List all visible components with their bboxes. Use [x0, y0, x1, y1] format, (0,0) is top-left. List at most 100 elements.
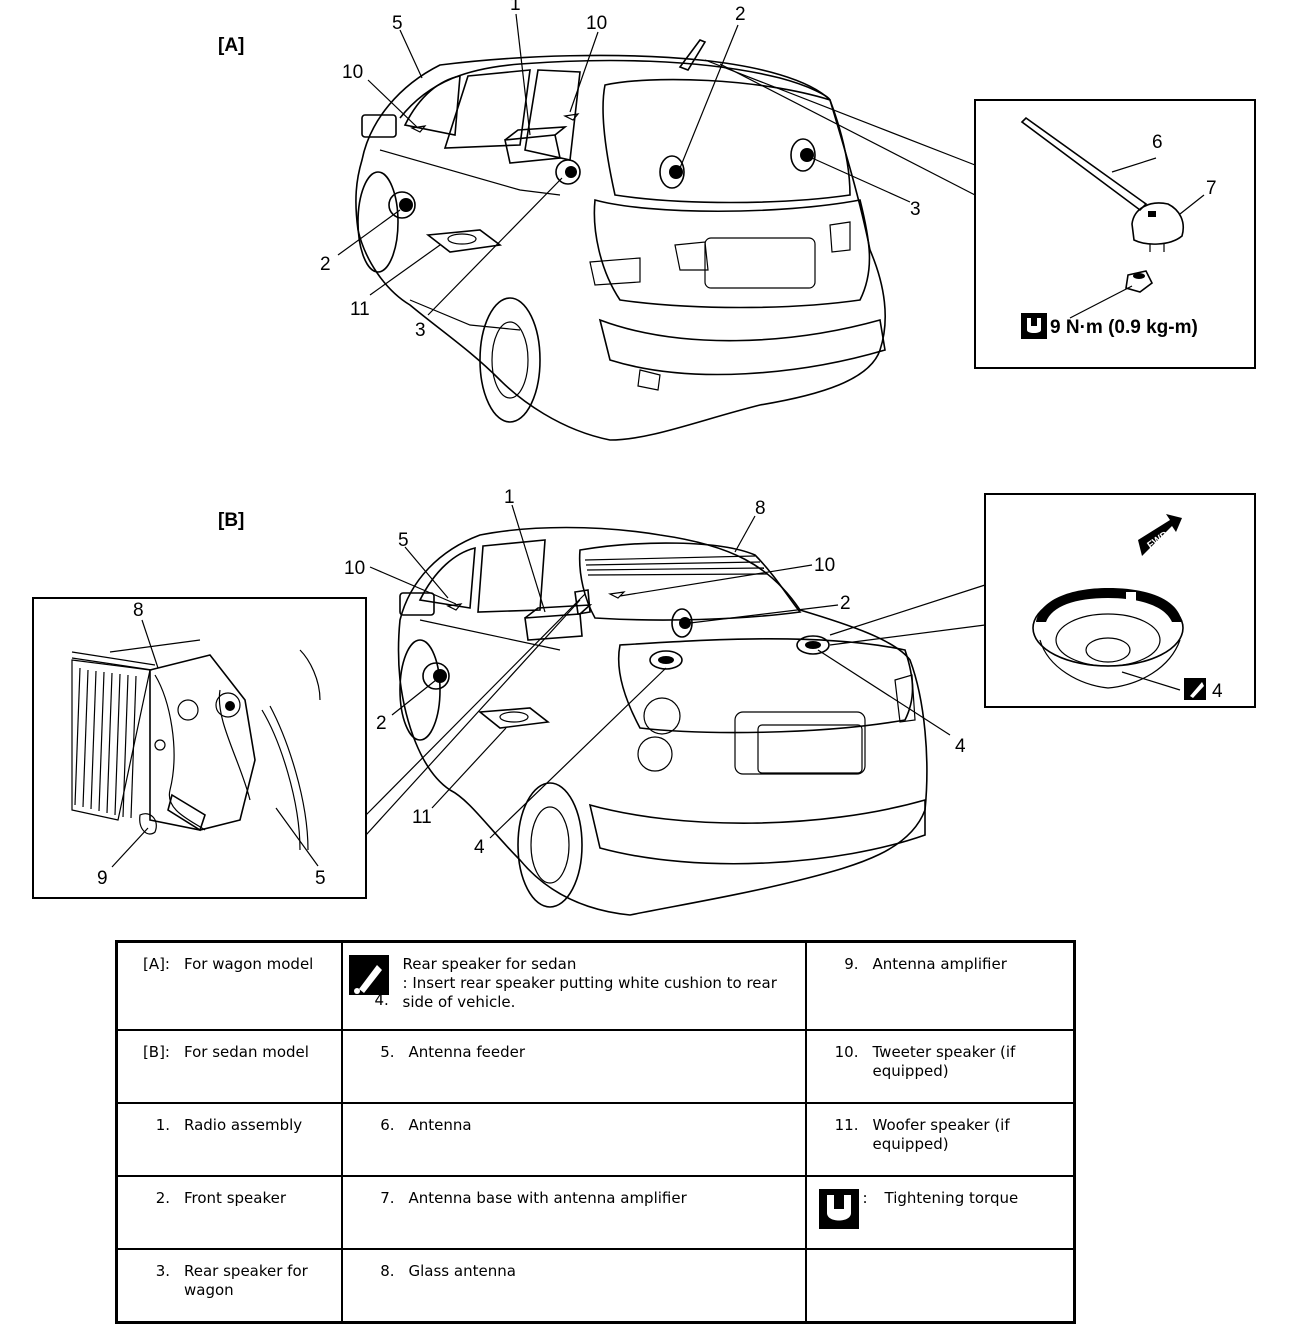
legend-cell: 10. Tweeter speaker (if equipped) — [804, 1029, 1076, 1104]
legend-desc: Antenna amplifier — [872, 955, 1007, 973]
legend-cell: 7.Antenna base with antenna amplifier — [340, 1175, 807, 1250]
rear-speaker-sedan-1 — [649, 650, 683, 670]
tweeter-speaker-sedan-rear — [671, 608, 693, 638]
callout-b-8: 8 — [755, 498, 766, 519]
tweeter-speaker-sedan-1 — [446, 603, 463, 611]
tweeter-speaker-sedan-2 — [608, 591, 626, 599]
legend-key: 3. — [155, 1262, 170, 1280]
legend-cell: 8. Glass antenna — [340, 1248, 807, 1324]
legend-desc: For wagon model — [184, 955, 314, 973]
callout-a-2-front: 2 — [320, 254, 331, 275]
torque-spec: 9 N·m (0.9 kg-m) — [1050, 317, 1198, 338]
legend-row: [B]:For sedan model 5. Antenna feeder 10.… — [115, 1029, 1076, 1104]
callout-a-3-rear: 3 — [910, 199, 921, 220]
legend-desc: Radio assembly — [184, 1116, 303, 1134]
legend-key: 4. — [374, 991, 389, 1009]
legend-cell: 9. Antenna amplifier — [804, 940, 1076, 1031]
legend-key: 5. — [380, 1043, 395, 1061]
callout-b-4-rear: 4 — [955, 736, 966, 757]
callout-b-10-right: 10 — [814, 555, 835, 576]
callout-b-2-rear: 2 — [840, 593, 851, 614]
legend-key: 2. — [155, 1189, 170, 1207]
audio-system-diagram: [A] — [32, 0, 1256, 916]
antenna-amplifier-sedan — [574, 589, 591, 615]
radio-assembly-sedan — [524, 604, 593, 641]
rear-speaker-sedan-2 — [796, 635, 830, 655]
callout-a-5: 5 — [392, 13, 403, 34]
callout-b-2-front: 2 — [376, 713, 387, 734]
fwd-arrow-icon: FWD — [1138, 514, 1182, 556]
legend-desc: Tightening torque — [884, 1189, 1019, 1207]
callout-b-5: 5 — [398, 530, 409, 551]
woofer-speaker-wagon — [425, 229, 503, 253]
callout-b-11: 11 — [412, 807, 432, 828]
callout-b-10-left: 10 — [344, 558, 365, 579]
legend-key: [B]: — [142, 1043, 170, 1061]
legend-desc: Antenna base with antenna amplifier — [408, 1189, 687, 1207]
legend-row: 3. Rear speaker for wagon 8. Glass antenna — [115, 1248, 1076, 1324]
legend-cell: [A]:For wagon model — [115, 940, 343, 1031]
legend-desc: Antenna feeder — [408, 1043, 526, 1061]
antenna-detail-inset: 6 7 9 N·m (0.9 kg-m) — [974, 99, 1256, 369]
legend-cell: : Tightening torque — [804, 1175, 1076, 1250]
antenna-amplifier-inset: 8 9 5 — [32, 597, 367, 899]
callout-a-11: 11 — [350, 299, 370, 320]
legend-key: 11. — [834, 1116, 859, 1134]
tightening-torque-icon — [818, 1189, 859, 1229]
callout-a-2-rear: 2 — [735, 4, 746, 25]
legend-key: 9. — [844, 955, 859, 973]
legend-cell: 6. Antenna — [340, 1102, 807, 1177]
legend-row: [A]:For wagon model 4. Rear speaker for … — [115, 940, 1076, 1031]
legend-desc: Rear speaker for sedan : Insert rear spe… — [402, 955, 777, 1011]
sedan-leader-lines — [365, 504, 986, 839]
legend-key: 10. — [834, 1043, 859, 1061]
callout-a-3-side: 3 — [415, 320, 426, 341]
legend-cell: 5. Antenna feeder — [340, 1029, 807, 1104]
legend-key: : — [862, 1189, 868, 1207]
wagon-car-illustration — [355, 39, 886, 441]
legend-key: 6. — [380, 1116, 395, 1134]
legend-cell: 2. Front speaker — [115, 1175, 343, 1250]
callout-a-6: 6 — [1152, 132, 1163, 153]
sedan-car-illustration — [397, 526, 928, 916]
section-b-label: [B] — [218, 510, 244, 531]
legend-desc: Rear speaker for wagon — [184, 1262, 308, 1299]
legend-desc: Woofer speaker (if equipped) — [872, 1116, 1010, 1153]
callout-inset-4: 4 — [1212, 681, 1223, 702]
front-speaker-wagon — [388, 191, 416, 219]
callout-a-1: 1 — [510, 0, 521, 15]
rear-speaker-cushion-icon — [1184, 678, 1206, 700]
radio-assembly-wagon — [504, 126, 568, 164]
callout-b-1: 1 — [504, 487, 515, 508]
callout-a-7: 7 — [1206, 178, 1217, 199]
callout-a-10-left: 10 — [342, 62, 363, 83]
rear-speaker-wagon-left — [555, 159, 581, 185]
legend-cell — [804, 1248, 1076, 1324]
callout-inset-9: 9 — [97, 868, 108, 889]
legend-desc: Tweeter speaker (if equipped) — [872, 1043, 1016, 1080]
wagon-leader-lines — [337, 13, 976, 316]
rear-speaker-cushion-icon — [348, 955, 389, 995]
callout-inset-5: 5 — [315, 868, 326, 889]
woofer-speaker-sedan — [477, 707, 551, 729]
legend-key: 1. — [155, 1116, 170, 1134]
legend-cell: 1. Radio assembly — [115, 1102, 343, 1177]
rear-speaker-wagon-tailgate-2 — [790, 138, 816, 172]
legend-desc: Antenna — [408, 1116, 472, 1134]
torque-wrench-icon — [1021, 313, 1047, 339]
callout-inset-8: 8 — [133, 600, 144, 621]
legend-cell: 4. Rear speaker for sedan : Insert rear … — [340, 940, 807, 1031]
legend-desc: Front speaker — [184, 1189, 287, 1207]
front-speaker-sedan — [422, 662, 450, 690]
callout-a-10-right: 10 — [586, 13, 607, 34]
tweeter-speaker-wagon-1 — [410, 125, 427, 133]
callout-b-4-side: 4 — [474, 837, 485, 858]
section-a-label: [A] — [218, 35, 244, 56]
svg-text:FWD: FWD — [1146, 529, 1171, 551]
legend-table: [A]:For wagon model 4. Rear speaker for … — [115, 940, 1076, 1324]
tweeter-speaker-wagon-2 — [563, 113, 580, 121]
legend-row: 2. Front speaker 7.Antenna base with ante… — [115, 1175, 1076, 1250]
legend-desc: Glass antenna — [408, 1262, 516, 1280]
legend-cell: [B]:For sedan model — [115, 1029, 343, 1104]
legend-key: 8. — [380, 1262, 395, 1280]
